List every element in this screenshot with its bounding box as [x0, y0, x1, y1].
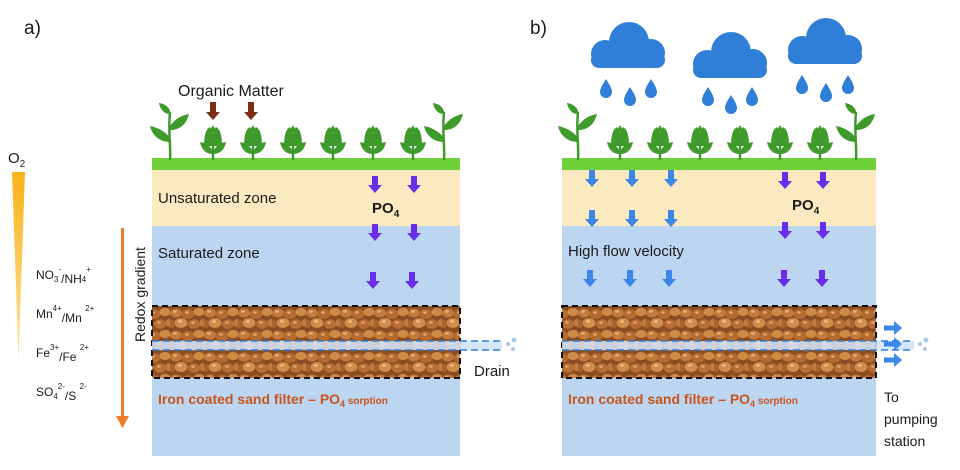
organic-matter-arrows — [206, 102, 258, 120]
o2-label: O2 — [8, 150, 26, 170]
cloud-icon — [693, 32, 767, 78]
plant-icon — [556, 101, 599, 162]
raindrop-icon — [645, 79, 657, 98]
drain-label: Drain — [474, 363, 510, 380]
plants-b — [556, 101, 877, 162]
plant-icon — [805, 123, 835, 162]
grass-strip-a — [152, 158, 460, 170]
raindrop-icon — [702, 87, 714, 106]
panel-b-letter: b) — [530, 18, 547, 39]
outflow-arrows — [884, 321, 902, 367]
raindrop-icon — [600, 79, 612, 98]
redox-couple-label: Mn4+/Mn 2+ — [36, 304, 95, 325]
unsaturated-zone-label: Unsaturated zone — [158, 190, 276, 207]
o2-wedge — [12, 172, 25, 360]
redox-couples: NO3-/NH4+ Mn4+/Mn 2+ Fe3+/Fe 2+ SO42-/S 2- — [36, 265, 95, 403]
redox-arrow — [116, 228, 129, 428]
filter-label-a: Iron coated sand filter – PO4 sorption — [158, 391, 388, 409]
plant-icon — [278, 123, 308, 162]
drain-pipe-b — [562, 337, 929, 351]
plant-icon — [148, 101, 191, 162]
plant-icon — [685, 123, 715, 162]
plant-icon — [198, 123, 228, 162]
plant-icon — [318, 123, 348, 162]
plant-icon — [422, 101, 465, 162]
plant-icon — [358, 123, 388, 162]
raindrop-icon — [746, 87, 758, 106]
to-pumping-station-label: To pumping station — [884, 389, 942, 449]
filter-label-b: Iron coated sand filter – PO4 sorption — [568, 391, 798, 409]
raindrop-icon — [624, 87, 636, 106]
panel-a-letter: a) — [24, 18, 41, 39]
plant-icon — [605, 123, 635, 162]
po4-label-a: PO4 — [372, 200, 400, 220]
plant-icon — [238, 123, 268, 162]
plants-a — [148, 101, 465, 162]
raindrop-icon — [725, 95, 737, 114]
unsaturated-zone-a — [152, 170, 460, 226]
panel-a: a) Organic Mat — [24, 18, 517, 456]
plant-icon — [834, 101, 877, 162]
water-drip-icon — [506, 337, 517, 351]
organic-matter-label: Organic Matter — [178, 83, 284, 100]
unsaturated-zone-b — [562, 170, 876, 226]
redox-couple-label: SO42-/S 2- — [36, 382, 87, 403]
high-flow-label: High flow velocity — [568, 243, 684, 260]
plant-icon — [765, 123, 795, 162]
plant-icon — [398, 123, 428, 162]
raindrop-icon — [796, 75, 808, 94]
rain-clouds — [591, 18, 862, 114]
plant-icon — [725, 123, 755, 162]
redox-couple-label: Fe3+/Fe 2+ — [36, 343, 89, 364]
po4-label-b: PO4 — [792, 197, 820, 217]
water-drip-icon — [918, 337, 929, 351]
redox-couple-label: NO3-/NH4+ — [36, 265, 91, 286]
redox-gradient-label: Redox gradient — [132, 247, 148, 342]
cloud-icon — [591, 22, 665, 68]
plant-icon — [645, 123, 675, 162]
redox-gradient-column: O2 Redox gradient NO3-/NH4+ Mn4+/Mn 2+ Fe3… — [8, 150, 148, 428]
grass-strip-b — [562, 158, 876, 170]
raindrop-icon — [820, 83, 832, 102]
drain-pipe — [152, 337, 517, 351]
panel-b: b) — [530, 18, 942, 456]
cloud-icon — [788, 18, 862, 64]
saturated-zone-label: Saturated zone — [158, 245, 260, 262]
raindrop-icon — [842, 75, 854, 94]
